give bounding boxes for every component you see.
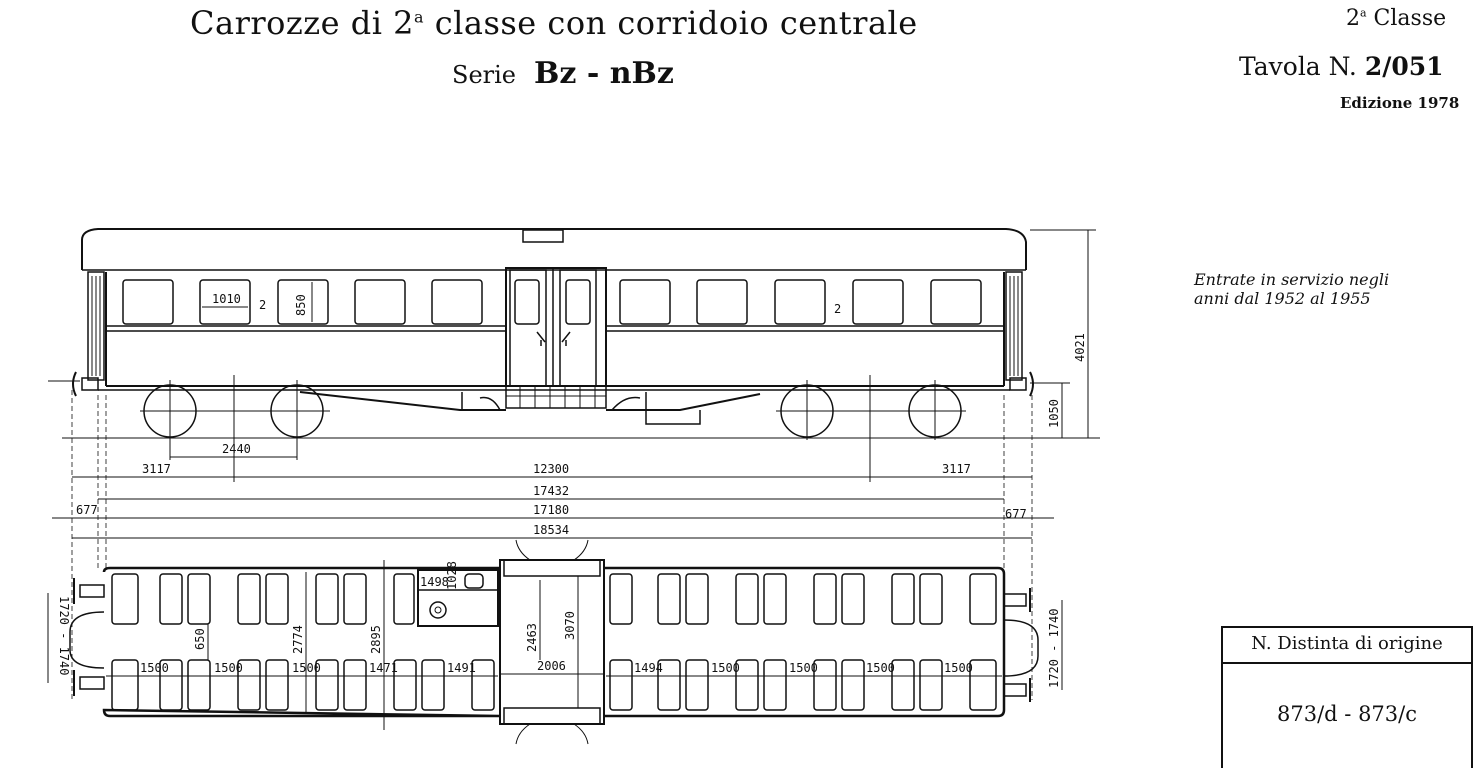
bay-dim: 1500 bbox=[866, 661, 895, 675]
bay-dim: 1471 bbox=[369, 661, 398, 675]
buffer-left-dim: 677 bbox=[76, 503, 98, 517]
plate-label: Tavola N. bbox=[1239, 52, 1357, 81]
side-elevation: 1010 850 2 2 bbox=[48, 228, 1100, 700]
central-doors bbox=[505, 267, 607, 409]
series-line: Serie Bz - nBz bbox=[452, 56, 674, 91]
class-superscript: a bbox=[1360, 6, 1367, 20]
total-height-dim: 4021 bbox=[1073, 333, 1087, 362]
end-gangway-left bbox=[87, 271, 105, 381]
bay-dim: 1500 bbox=[214, 661, 243, 675]
wc-dim-b: 1028 bbox=[445, 561, 459, 590]
title-text: Carrozze di 2 bbox=[190, 4, 414, 42]
toilet-compartment bbox=[417, 569, 499, 627]
window-width-dim: 1010 bbox=[212, 292, 241, 306]
series-value: Bz - nBz bbox=[534, 56, 674, 91]
distinta-header: N. Distinta di origine bbox=[1223, 628, 1471, 664]
bogie-wheelbase-dim: 2440 bbox=[222, 442, 251, 456]
roof-outline bbox=[81, 228, 1027, 270]
buffer-right-dim: 677 bbox=[1005, 507, 1027, 521]
distinta-value: 873/d - 873/c bbox=[1277, 702, 1417, 726]
bay-dim: 1491 bbox=[447, 661, 476, 675]
floor-height-dim: 1050 bbox=[1047, 399, 1061, 428]
service-note-line: anni dal 1952 al 1955 bbox=[1194, 289, 1371, 308]
drawing-title: Carrozze di 2a classe con corridoio cent… bbox=[190, 4, 918, 42]
vestibule bbox=[499, 559, 605, 725]
aisle-dim: 650 bbox=[193, 628, 207, 650]
plan-buffers-left: 1720 - 1740 bbox=[47, 578, 105, 696]
buffer-left bbox=[48, 371, 99, 397]
class-mark-left: 2 bbox=[259, 298, 266, 312]
wc-dim-a: 1498 bbox=[420, 575, 449, 589]
bay-dim: 1500 bbox=[140, 661, 169, 675]
distinta-box: N. Distinta di origine 873/d - 873/c bbox=[1221, 626, 1473, 768]
bay-dim: 1494 bbox=[634, 661, 663, 675]
buffer-span-left-dim: 1720 - 1740 bbox=[57, 596, 71, 675]
bogie-centres-dim: 12300 bbox=[533, 462, 569, 476]
plate-value: 2/051 bbox=[1364, 52, 1444, 81]
roof-vent bbox=[522, 229, 564, 243]
window-height-dim: 850 bbox=[294, 294, 308, 316]
overall-length-dim: 18534 bbox=[533, 523, 569, 537]
floor-plan: 1498 1028 650 2774 2895 2463 3070 2006 1… bbox=[47, 539, 1063, 745]
overhang-left-dim: 3117 bbox=[142, 462, 171, 476]
class-label: 2a Classe bbox=[1346, 6, 1446, 31]
vestibule-length-dim: 2006 bbox=[537, 659, 566, 673]
bay-dim: 1500 bbox=[292, 661, 321, 675]
title-superscript: a bbox=[414, 7, 425, 27]
truss-right bbox=[606, 393, 761, 411]
body-length-dim: 17432 bbox=[533, 484, 569, 498]
buffer-span-right-dim: 1720 - 1740 bbox=[1047, 609, 1061, 688]
plan-buffers-right: 1720 - 1740 bbox=[1003, 588, 1063, 702]
class-word: Classe bbox=[1366, 6, 1447, 31]
truss-left bbox=[299, 391, 506, 411]
vestibule-width-dim: 3070 bbox=[563, 611, 577, 640]
bay-dim: 1500 bbox=[711, 661, 740, 675]
bogie-right bbox=[776, 375, 966, 482]
plan-outline bbox=[102, 566, 1006, 718]
bay-dim: 1500 bbox=[944, 661, 973, 675]
frame-length-dim: 17180 bbox=[533, 503, 569, 517]
bogie-left bbox=[140, 375, 330, 482]
service-note: Entrate in servizio negli anni dal 1952 … bbox=[1194, 270, 1389, 308]
seats-left bbox=[111, 573, 495, 711]
overhang-right-dim: 3117 bbox=[942, 462, 971, 476]
inner-width-dim: 2774 bbox=[291, 625, 305, 654]
class-mark-right: 2 bbox=[834, 302, 841, 316]
outer-width-dim: 2895 bbox=[369, 625, 383, 654]
service-note-line: Entrate in servizio negli bbox=[1194, 270, 1390, 289]
plate-number: Tavola N. 2/051 bbox=[1239, 52, 1444, 81]
windows-left bbox=[122, 279, 483, 325]
buffer-right bbox=[1009, 371, 1034, 397]
windows-right bbox=[619, 279, 982, 325]
end-gangway-right bbox=[1005, 271, 1023, 381]
series-label: Serie bbox=[452, 61, 516, 89]
title-text-rest: classe con corridoio centrale bbox=[424, 4, 918, 42]
seats-right bbox=[609, 573, 997, 711]
edition-label: Edizione 1978 bbox=[1340, 94, 1460, 112]
bay-dim: 1500 bbox=[789, 661, 818, 675]
class-number: 2 bbox=[1346, 6, 1360, 31]
vestibule-depth-dim: 2463 bbox=[525, 623, 539, 652]
